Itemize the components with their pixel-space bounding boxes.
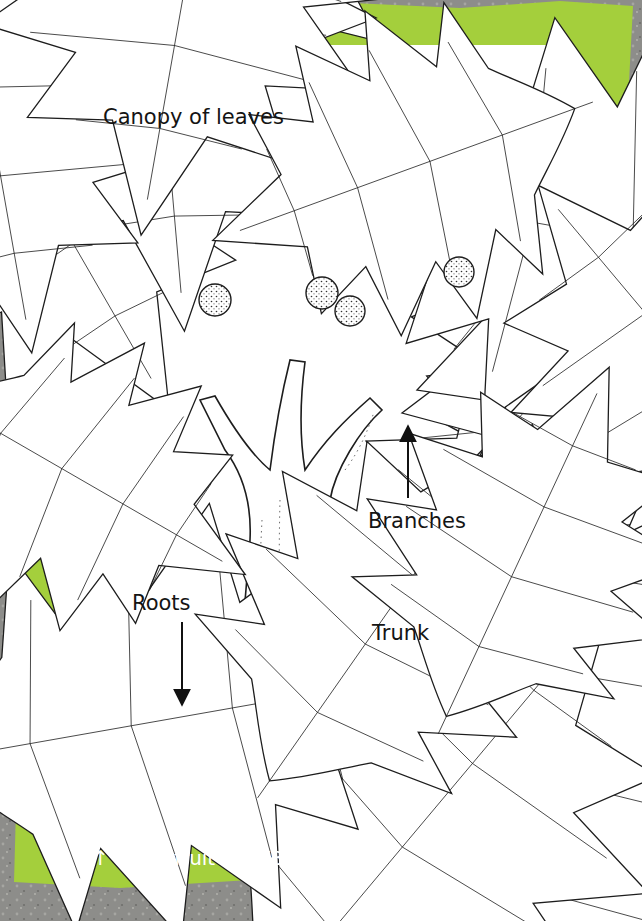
part-label: Branches — [368, 510, 466, 533]
leaf — [290, 298, 642, 803]
leaf — [157, 0, 642, 394]
part-label: Canopy of leaves — [103, 106, 284, 129]
breadfruit — [306, 277, 338, 309]
breadfruit — [199, 284, 231, 316]
leaf — [0, 259, 320, 704]
breadfruit — [335, 296, 365, 326]
figure-caption: ↑ Breadfruit Tree/Ban’bukeyo — [92, 847, 388, 869]
breadfruit — [444, 257, 474, 287]
part-label: Roots — [132, 592, 191, 615]
branches-arrow — [407, 426, 409, 498]
roots-arrow — [181, 622, 183, 705]
part-label: Trunk — [372, 622, 429, 645]
breadfruits — [199, 257, 474, 326]
